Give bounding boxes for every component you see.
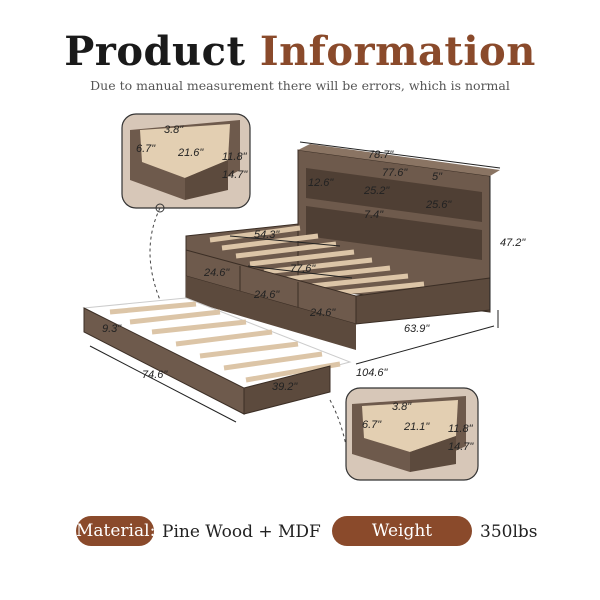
- dim-shelf-right: 25.6": [425, 199, 452, 211]
- weight-label: Weight Capacity:: [332, 516, 472, 571]
- detail-bottom-front: 14.7": [448, 441, 474, 453]
- dim-drawer-1: 24.6": [203, 267, 230, 279]
- material-label: Material:: [76, 516, 155, 546]
- dim-shelf-gap: 7.4": [364, 209, 384, 221]
- bed-diagram: 3.8" 6.7" 21.6" 11.8" 14.7": [82, 113, 526, 481]
- dim-shelf-height: 12.6": [308, 177, 334, 189]
- dim-inner-width: 77.6": [382, 167, 408, 179]
- drawer-detail-top: 3.8" 6.7" 21.6" 11.8" 14.7": [121, 113, 251, 301]
- title-part-1: Product: [64, 28, 246, 75]
- dim-mattress-length: 77.6": [290, 263, 316, 275]
- dim-mattress-width: 54.3": [254, 229, 280, 241]
- page-title: Product Information: [0, 28, 600, 75]
- dim-extended-length: 104.6": [356, 367, 389, 379]
- detail-bottom-length: 21.1": [403, 421, 430, 433]
- drawer-detail-bottom: 3.8" 6.7" 21.1" 11.8" 14.7": [329, 387, 479, 481]
- detail-top-front: 14.7": [222, 169, 248, 181]
- detail-bottom-height: 6.7": [362, 419, 382, 431]
- trundle: [82, 297, 352, 415]
- weight-value: 350lbs: [480, 522, 538, 542]
- detail-bottom-width: 11.8": [448, 423, 474, 435]
- dim-depth: 63.9": [404, 323, 430, 335]
- dim-total-height: 47.2": [500, 237, 526, 249]
- dim-trundle-width: 39.2": [272, 381, 298, 393]
- title-part-2: Information: [259, 28, 536, 75]
- material-value: Pine Wood + MDF: [162, 522, 321, 542]
- dim-shelf-mid: 25.2": [363, 185, 390, 197]
- dim-drawer-3: 24.6": [309, 307, 336, 319]
- dim-shelf-depth: 5": [432, 171, 443, 183]
- dim-trundle-length: 74.6": [142, 369, 168, 381]
- dim-overall-length: 78.7": [368, 149, 394, 161]
- detail-top-length: 21.6": [177, 147, 204, 159]
- detail-top-width: 11.8": [222, 151, 248, 163]
- bed-frame: [185, 144, 500, 350]
- page-subtitle: Due to manual measurement there will be …: [90, 78, 510, 93]
- detail-top-depth: 3.8": [164, 124, 184, 136]
- detail-top-height: 6.7": [136, 143, 156, 155]
- detail-bottom-depth: 3.8": [392, 401, 412, 413]
- dim-drawer-2: 24.6": [253, 289, 280, 301]
- dim-trundle-height: 9.3": [102, 323, 122, 335]
